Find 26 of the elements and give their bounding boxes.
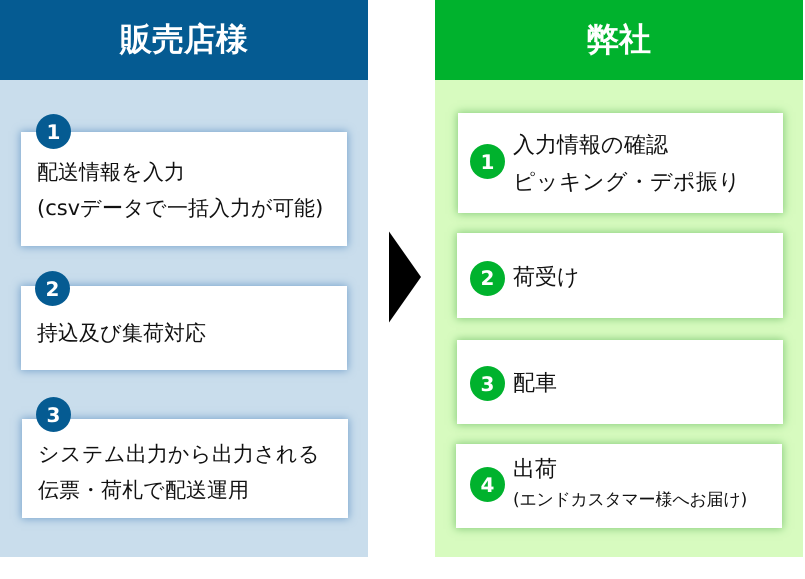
step-text: 持込及び集荷対応 bbox=[37, 320, 207, 347]
step-text: (csvデータで一括入力が可能) bbox=[37, 195, 324, 222]
column-panel bbox=[435, 0, 803, 557]
panel-header: 弊社 bbox=[435, 0, 803, 80]
step-text: 配送情報を入力 bbox=[37, 159, 186, 186]
step-box bbox=[456, 444, 782, 528]
number-circle: 4 bbox=[470, 467, 505, 502]
step-text: システム出力から出力される伝票・荷札で配送運用 bbox=[38, 441, 321, 504]
number-circle: 1 bbox=[470, 144, 505, 179]
number-circle: 2 bbox=[470, 260, 505, 296]
step-box bbox=[458, 113, 783, 213]
step-text: (エンドカスタマー様へお届け) bbox=[513, 489, 748, 512]
step-box bbox=[457, 233, 783, 318]
step-text: 配車 bbox=[513, 370, 558, 398]
step-text: 出荷 bbox=[513, 456, 558, 484]
step-text: ピッキング・デポ振り bbox=[513, 168, 742, 196]
number-circle: 3 bbox=[36, 397, 71, 432]
step-box bbox=[457, 340, 783, 424]
number-circle: 1 bbox=[36, 114, 71, 149]
number-circle: 3 bbox=[470, 366, 505, 401]
panel-header: 販売店様 bbox=[0, 0, 368, 80]
column-panel bbox=[0, 0, 368, 557]
arrow bbox=[389, 232, 421, 322]
step-text: 入力情報の確認 bbox=[513, 132, 669, 160]
step-text: 荷受け bbox=[513, 264, 581, 292]
number-circle: 2 bbox=[35, 271, 70, 306]
